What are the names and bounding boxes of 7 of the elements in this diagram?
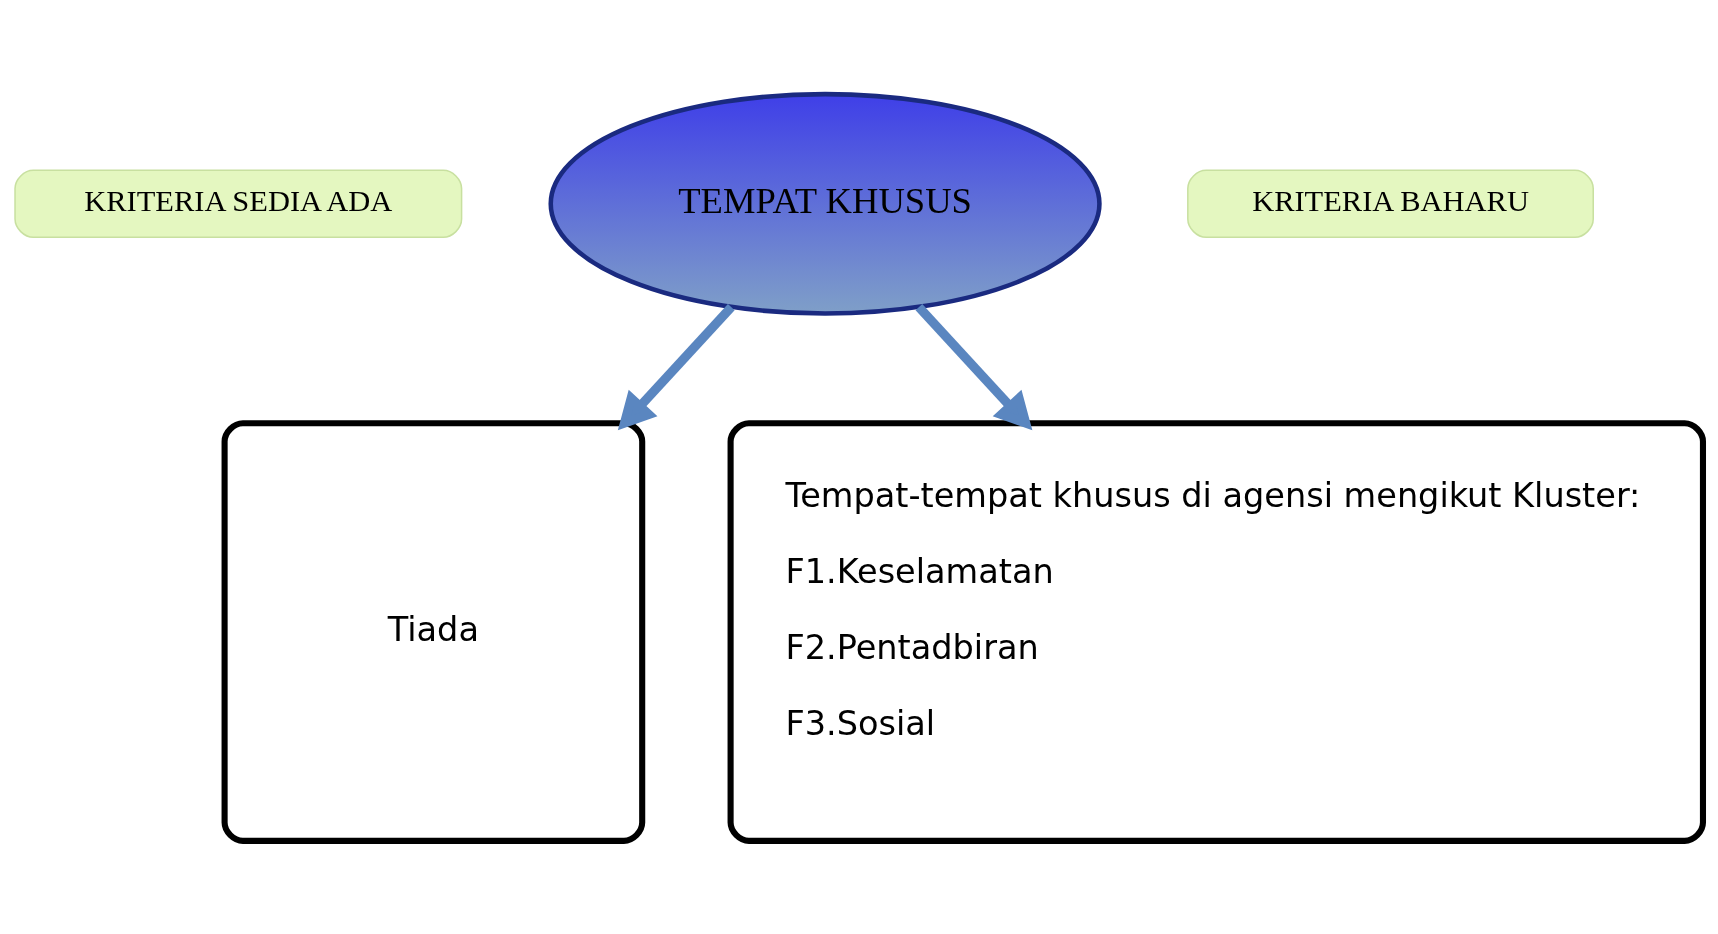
node-box: Tempat-tempat khusus di agensi mengikut Kluster: F1.Keselamatan F2.Pentadbiran F3.Sosial [727, 419, 1706, 844]
node-box: Tiada [221, 419, 646, 844]
node-box: KRITERIA BAHARU [1187, 169, 1594, 238]
node-ellipse: TEMPAT KHUSUS [548, 91, 1102, 316]
arrow [617, 303, 735, 430]
node-box: KRITERIA SEDIA ADA [14, 169, 463, 238]
arrow [915, 303, 1033, 430]
